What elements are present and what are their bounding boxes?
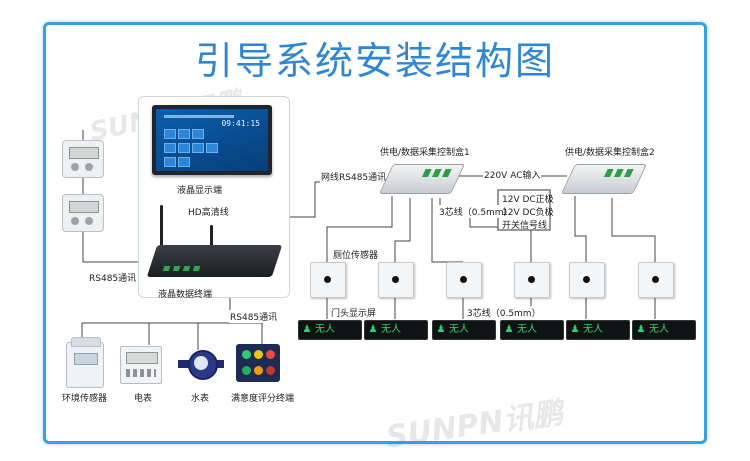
label-net-rs485: 网线RS485通讯 xyxy=(320,170,388,183)
label-water-meter: 水表 xyxy=(191,394,210,404)
stall-sensor xyxy=(378,262,414,298)
label-ctrl-box-1: 供电/数据采集控制盒1 xyxy=(380,148,470,158)
label-electric-meter: 电表 xyxy=(134,394,153,404)
label-rs485-bottom: RS485通讯 xyxy=(229,310,279,323)
label-lcd-terminal: 液晶数据终端 xyxy=(158,290,213,300)
stall-sensor xyxy=(310,262,346,298)
stall-sensor xyxy=(638,262,674,298)
lcd-display: 09:41:15 xyxy=(152,105,272,175)
door-display: ♟无人 xyxy=(500,320,564,340)
label-cable-top: 3芯线（0.5mm） xyxy=(438,205,514,218)
door-display: ♟无人 xyxy=(298,320,362,340)
control-box-2 xyxy=(561,164,647,194)
stall-sensor xyxy=(514,262,550,298)
person-icon: ♟ xyxy=(436,324,446,335)
label-cable-bottom: 3芯线（0.5mm） xyxy=(466,306,542,319)
person-icon: ♟ xyxy=(636,324,646,335)
stall-sensor xyxy=(446,262,482,298)
lcd-data-terminal xyxy=(146,245,283,277)
satisfaction-terminal xyxy=(236,344,280,382)
label-ctrl-box-2: 供电/数据采集控制盒2 xyxy=(565,148,655,158)
door-display: ♟无人 xyxy=(364,320,428,340)
person-icon: ♟ xyxy=(504,324,514,335)
label-env-sensor: 环境传感器 xyxy=(62,394,108,404)
wire-rs485-left xyxy=(82,232,152,263)
water-meter xyxy=(178,350,224,380)
person-icon: ♟ xyxy=(302,324,312,335)
antenna-icon xyxy=(210,225,213,253)
label-ac-input: 220V AC输入 xyxy=(483,168,542,181)
label-dc-positive: 12V DC正极 xyxy=(502,195,554,205)
meter-device-1 xyxy=(62,140,104,178)
door-display: ♟无人 xyxy=(632,320,696,340)
door-display: ♟无人 xyxy=(432,320,496,340)
electric-meter xyxy=(120,346,162,384)
person-icon: ♟ xyxy=(368,324,378,335)
door-display: ♟无人 xyxy=(566,320,630,340)
label-switch-signal: 开关信号线 xyxy=(502,221,548,231)
environment-sensor xyxy=(66,337,104,388)
control-box-1 xyxy=(379,164,465,194)
lcd-clock: 09:41:15 xyxy=(221,119,260,128)
stall-sensor xyxy=(569,262,605,298)
meter-device-2 xyxy=(62,194,104,232)
label-rs485-left: RS485通讯 xyxy=(89,274,137,284)
diagram-title: 引导系统安装结构图 xyxy=(194,39,555,83)
label-stall-sensor: 厕位传感器 xyxy=(332,248,380,261)
label-lcd-display: 液晶显示端 xyxy=(177,186,223,196)
label-hd-cable: HD高清线 xyxy=(187,205,230,218)
person-icon: ♟ xyxy=(570,324,580,335)
label-dc-negative: 12V DC负极 xyxy=(502,208,554,218)
label-door-display: 门头显示屏 xyxy=(330,306,378,319)
label-satisfaction: 满意度评分终端 xyxy=(231,394,295,404)
antenna-icon xyxy=(160,205,163,247)
